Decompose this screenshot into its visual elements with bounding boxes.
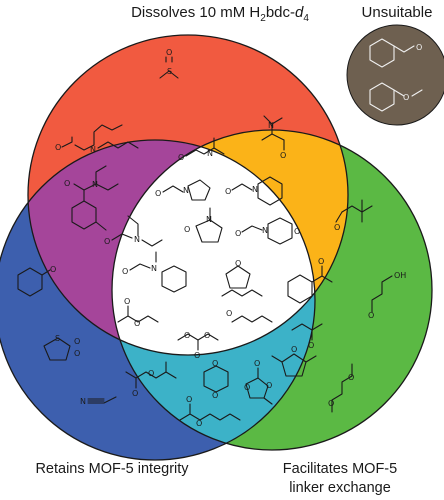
- svg-text:O: O: [186, 395, 192, 404]
- svg-text:N: N: [206, 215, 212, 224]
- ethyl-acetate-icon: O O: [117, 297, 159, 328]
- svg-text:O: O: [148, 369, 154, 378]
- svg-text:N: N: [252, 185, 258, 194]
- acetophenone-icon: O: [287, 257, 333, 304]
- svg-text:N: N: [207, 149, 213, 158]
- svg-text:O: O: [122, 267, 128, 276]
- svg-text:O: O: [194, 351, 200, 360]
- butanone-icon: O: [291, 323, 323, 350]
- tetrahydrofuran-icon: O: [225, 259, 251, 289]
- tert-butyl-acetate-icon: O O: [125, 361, 177, 398]
- svg-text:O: O: [64, 179, 70, 188]
- svg-text:O: O: [50, 265, 56, 274]
- dimethylformamide-icon: O N: [178, 137, 225, 162]
- svg-text:O: O: [226, 309, 232, 318]
- tert-butyl-methyl-ether-icon: O: [334, 199, 373, 232]
- svg-text:N: N: [134, 235, 140, 244]
- svg-text:O: O: [403, 93, 409, 102]
- svg-text:O: O: [368, 311, 374, 320]
- svg-text:O: O: [74, 337, 80, 346]
- svg-text:O: O: [266, 381, 272, 390]
- formylpyrrolidine-icon: O N: [155, 179, 211, 201]
- dimethyl-thf-icon: O: [271, 345, 317, 377]
- unsuitable-label: Unsuitable: [362, 4, 433, 21]
- svg-text:O: O: [328, 399, 334, 408]
- svg-text:O: O: [318, 257, 324, 266]
- propylene-carbonate-icon: O O O: [244, 359, 273, 405]
- cyclohexanone-icon: O: [17, 265, 56, 297]
- diethylbenzamide-icon: O N: [64, 165, 119, 231]
- methoxyethanol-icon: OH O: [368, 271, 406, 320]
- svg-text:N: N: [262, 226, 268, 235]
- methylformanilide-icon: O N: [122, 251, 187, 293]
- svg-text:O: O: [155, 189, 161, 198]
- svg-text:O: O: [235, 259, 241, 268]
- dimethyl-sulfoxide-icon: S O: [159, 48, 179, 79]
- svg-text:O: O: [334, 223, 340, 232]
- dibutyl-ether-icon: O: [221, 289, 273, 323]
- svg-text:O: O: [280, 151, 286, 160]
- sulfolane-icon: S O O: [43, 334, 80, 361]
- center-overlap: [112, 140, 315, 355]
- bottom-right-set-label-line1: Facilitates MOF-5: [283, 461, 397, 477]
- svg-text:N: N: [151, 264, 157, 273]
- svg-text:O: O: [74, 349, 80, 358]
- svg-text:S: S: [55, 334, 60, 343]
- svg-text:O: O: [132, 389, 138, 398]
- svg-text:N: N: [90, 145, 96, 154]
- svg-text:N: N: [92, 180, 98, 189]
- formylpiperidine-icon: O N: [225, 176, 283, 206]
- butyl-acetate-icon: O O: [179, 395, 241, 428]
- svg-text:O: O: [166, 48, 172, 57]
- svg-text:O: O: [308, 341, 314, 350]
- top-set-label: Dissolves 10 mM H2bdc-d4: [131, 4, 309, 24]
- svg-text:O: O: [134, 319, 140, 328]
- dioxane-icon: O O: [203, 359, 229, 400]
- svg-text:O: O: [294, 227, 300, 236]
- svg-text:N: N: [268, 121, 274, 130]
- svg-text:O: O: [104, 237, 110, 246]
- dimethoxyethane-icon: O O: [328, 363, 354, 413]
- dimethyl-carbonate-icon: O O O: [177, 331, 219, 360]
- svg-text:O: O: [235, 229, 241, 238]
- svg-text:O: O: [178, 153, 184, 162]
- svg-text:N: N: [80, 397, 86, 406]
- svg-text:O: O: [291, 345, 297, 354]
- svg-text:O: O: [225, 187, 231, 196]
- bottom-left-set-label: Retains MOF-5 integrity: [35, 461, 189, 477]
- red-set-outline: [27, 34, 349, 356]
- svg-text:O: O: [212, 391, 218, 400]
- anisole-icon: O: [369, 82, 423, 112]
- svg-text:O: O: [184, 225, 190, 234]
- svg-text:N: N: [183, 186, 189, 195]
- acetonitrile-icon: N: [80, 396, 117, 406]
- svg-text:O: O: [416, 43, 422, 52]
- bottom-right-set-label-line2: linker exchange: [289, 480, 391, 496]
- svg-text:O: O: [196, 419, 202, 428]
- formylmorpholine-icon: O N O: [235, 217, 300, 245]
- svg-text:O: O: [212, 359, 218, 368]
- dibutylformamide-icon: O N: [55, 124, 139, 154]
- svg-text:O: O: [244, 383, 250, 392]
- svg-text:S: S: [167, 67, 172, 76]
- benzaldehyde-icon: O: [369, 38, 422, 68]
- svg-text:O: O: [204, 331, 210, 340]
- svg-text:O: O: [184, 331, 190, 340]
- svg-text:O: O: [55, 143, 61, 152]
- methylpyrrolidone-icon: N O: [184, 207, 223, 243]
- dimethylacetamide-icon: N O: [261, 115, 286, 160]
- svg-text:O: O: [348, 373, 354, 382]
- unsuitable-region: [346, 24, 444, 126]
- svg-text:OH: OH: [394, 271, 406, 280]
- svg-text:O: O: [254, 359, 260, 368]
- blue-set-outline: [0, 139, 316, 461]
- diethylformamide-icon: O N: [104, 215, 163, 247]
- svg-text:O: O: [124, 297, 130, 306]
